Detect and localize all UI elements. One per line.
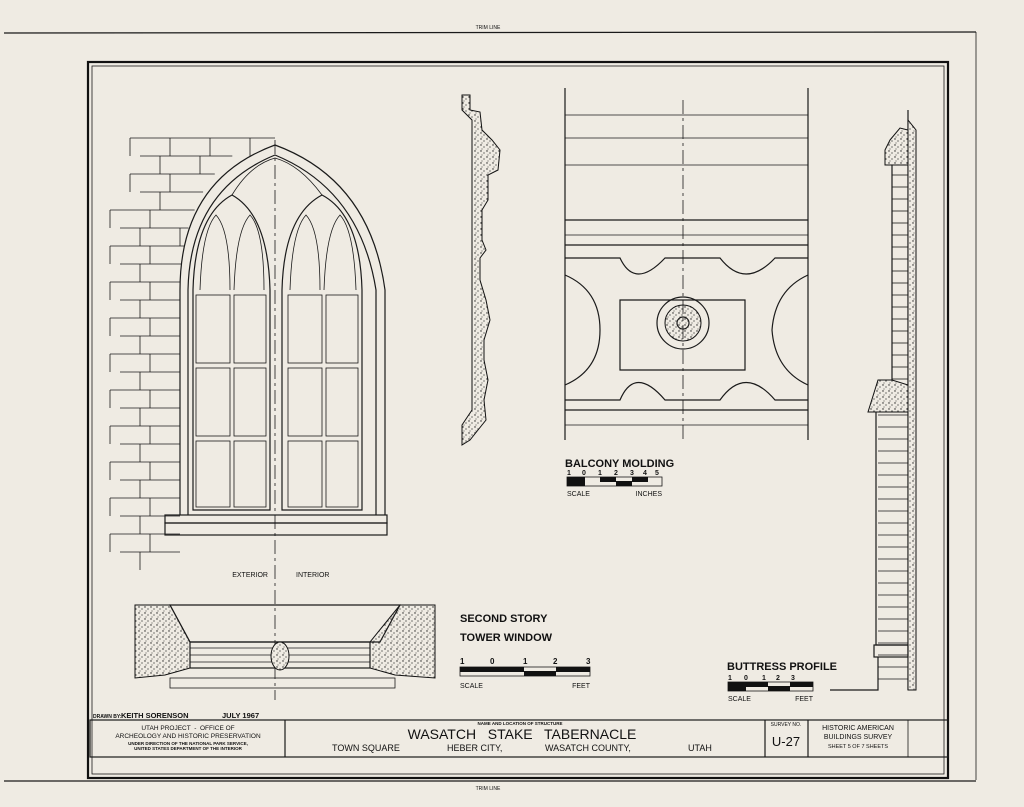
- svg-text:BUILDINGS SURVEY: BUILDINGS SURVEY: [824, 734, 893, 741]
- balcony-scale-bar: 1 0 1 2 3 4 5 SCALE INCHES: [566, 470, 663, 498]
- tower-window-plan-section: [134, 604, 436, 689]
- svg-text:INCHES: INCHES: [636, 491, 663, 498]
- svg-text:UNITED STATES DEPARTMENT OF TH: UNITED STATES DEPARTMENT OF THE INTERIOR: [134, 746, 242, 751]
- buttress-scale-bar: 1 0 1 2 3 SCALE FEET: [727, 675, 814, 703]
- drawn-by: KEITH SORENSON: [121, 711, 189, 720]
- svg-text:UNDER DIRECTION OF THE NATIONA: UNDER DIRECTION OF THE NATIONAL PARK SER…: [128, 741, 248, 746]
- tower-window-elevation: [109, 137, 388, 700]
- svg-text:0: 0: [582, 470, 586, 477]
- molding-profile-section: [461, 94, 501, 446]
- svg-text:3: 3: [630, 470, 634, 477]
- drawing-date: JULY 1967: [222, 711, 259, 720]
- interior-label: INTERIOR: [296, 572, 329, 579]
- svg-text:DRAWN BY:: DRAWN BY:: [93, 714, 122, 720]
- sheet-number: SHEET 5 OF 7 SHEETS: [828, 744, 888, 750]
- buttress-profile: [830, 110, 917, 691]
- svg-text:3: 3: [586, 657, 591, 666]
- title-block: DRAWN BY: KEITH SORENSON JULY 1967 UTAH …: [89, 711, 949, 758]
- buttress-title: BUTTRESS PROFILE: [727, 661, 837, 673]
- svg-text:4: 4: [643, 470, 647, 477]
- svg-text:SCALE: SCALE: [460, 683, 483, 690]
- trim-line-bottom-label: TRIM LINE: [476, 786, 501, 792]
- balcony-molding-elevation: [564, 88, 809, 440]
- svg-text:NAME AND LOCATION OF STRUCTURE: NAME AND LOCATION OF STRUCTURE: [478, 721, 563, 726]
- svg-text:1: 1: [762, 675, 766, 682]
- svg-text:UTAH PROJECT - OFFICE OF: UTAH PROJECT - OFFICE OF: [141, 725, 234, 732]
- svg-text:5: 5: [655, 470, 659, 477]
- svg-text:HEBER CITY,: HEBER CITY,: [447, 743, 502, 753]
- window-scale-bar: 1 0 1 2 3 SCALE FEET: [459, 657, 591, 690]
- svg-text:HISTORIC AMERICAN: HISTORIC AMERICAN: [822, 725, 894, 732]
- svg-text:ARCHEOLOGY AND HISTORIC PRESER: ARCHEOLOGY AND HISTORIC PRESERVATION: [115, 733, 261, 740]
- survey-number: U-27: [772, 734, 800, 749]
- svg-text:1: 1: [598, 470, 602, 477]
- trim-line-top: [3, 31, 977, 34]
- svg-text:WASATCH COUNTY,: WASATCH COUNTY,: [545, 743, 631, 753]
- structure-name: WASATCH STAKE TABERNACLE: [408, 726, 637, 742]
- svg-text:TOWN SQUARE: TOWN SQUARE: [332, 743, 400, 753]
- svg-text:FEET: FEET: [795, 696, 814, 703]
- svg-text:0: 0: [490, 657, 495, 666]
- svg-text:0: 0: [744, 675, 748, 682]
- window-title-line2: TOWER WINDOW: [460, 632, 553, 644]
- svg-text:1: 1: [460, 657, 465, 666]
- svg-text:1: 1: [567, 470, 571, 477]
- svg-text:SCALE: SCALE: [728, 696, 751, 703]
- trim-line-top-label: TRIM LINE: [476, 25, 501, 31]
- sheet-inner-border: [91, 65, 945, 775]
- svg-text:2: 2: [614, 470, 618, 477]
- svg-text:1: 1: [728, 675, 732, 682]
- sheet-border: [86, 60, 950, 780]
- exterior-label: EXTERIOR: [232, 572, 268, 579]
- svg-text:2: 2: [553, 657, 558, 666]
- svg-text:3: 3: [791, 675, 795, 682]
- svg-text:UTAH: UTAH: [688, 743, 712, 753]
- svg-text:1: 1: [523, 657, 528, 666]
- svg-text:2: 2: [776, 675, 780, 682]
- balcony-title: BALCONY MOLDING: [565, 458, 674, 470]
- window-title-line1: SECOND STORY: [460, 613, 548, 625]
- svg-text:FEET: FEET: [572, 683, 591, 690]
- svg-text:SURVEY NO.: SURVEY NO.: [771, 722, 802, 728]
- svg-text:SCALE: SCALE: [567, 491, 590, 498]
